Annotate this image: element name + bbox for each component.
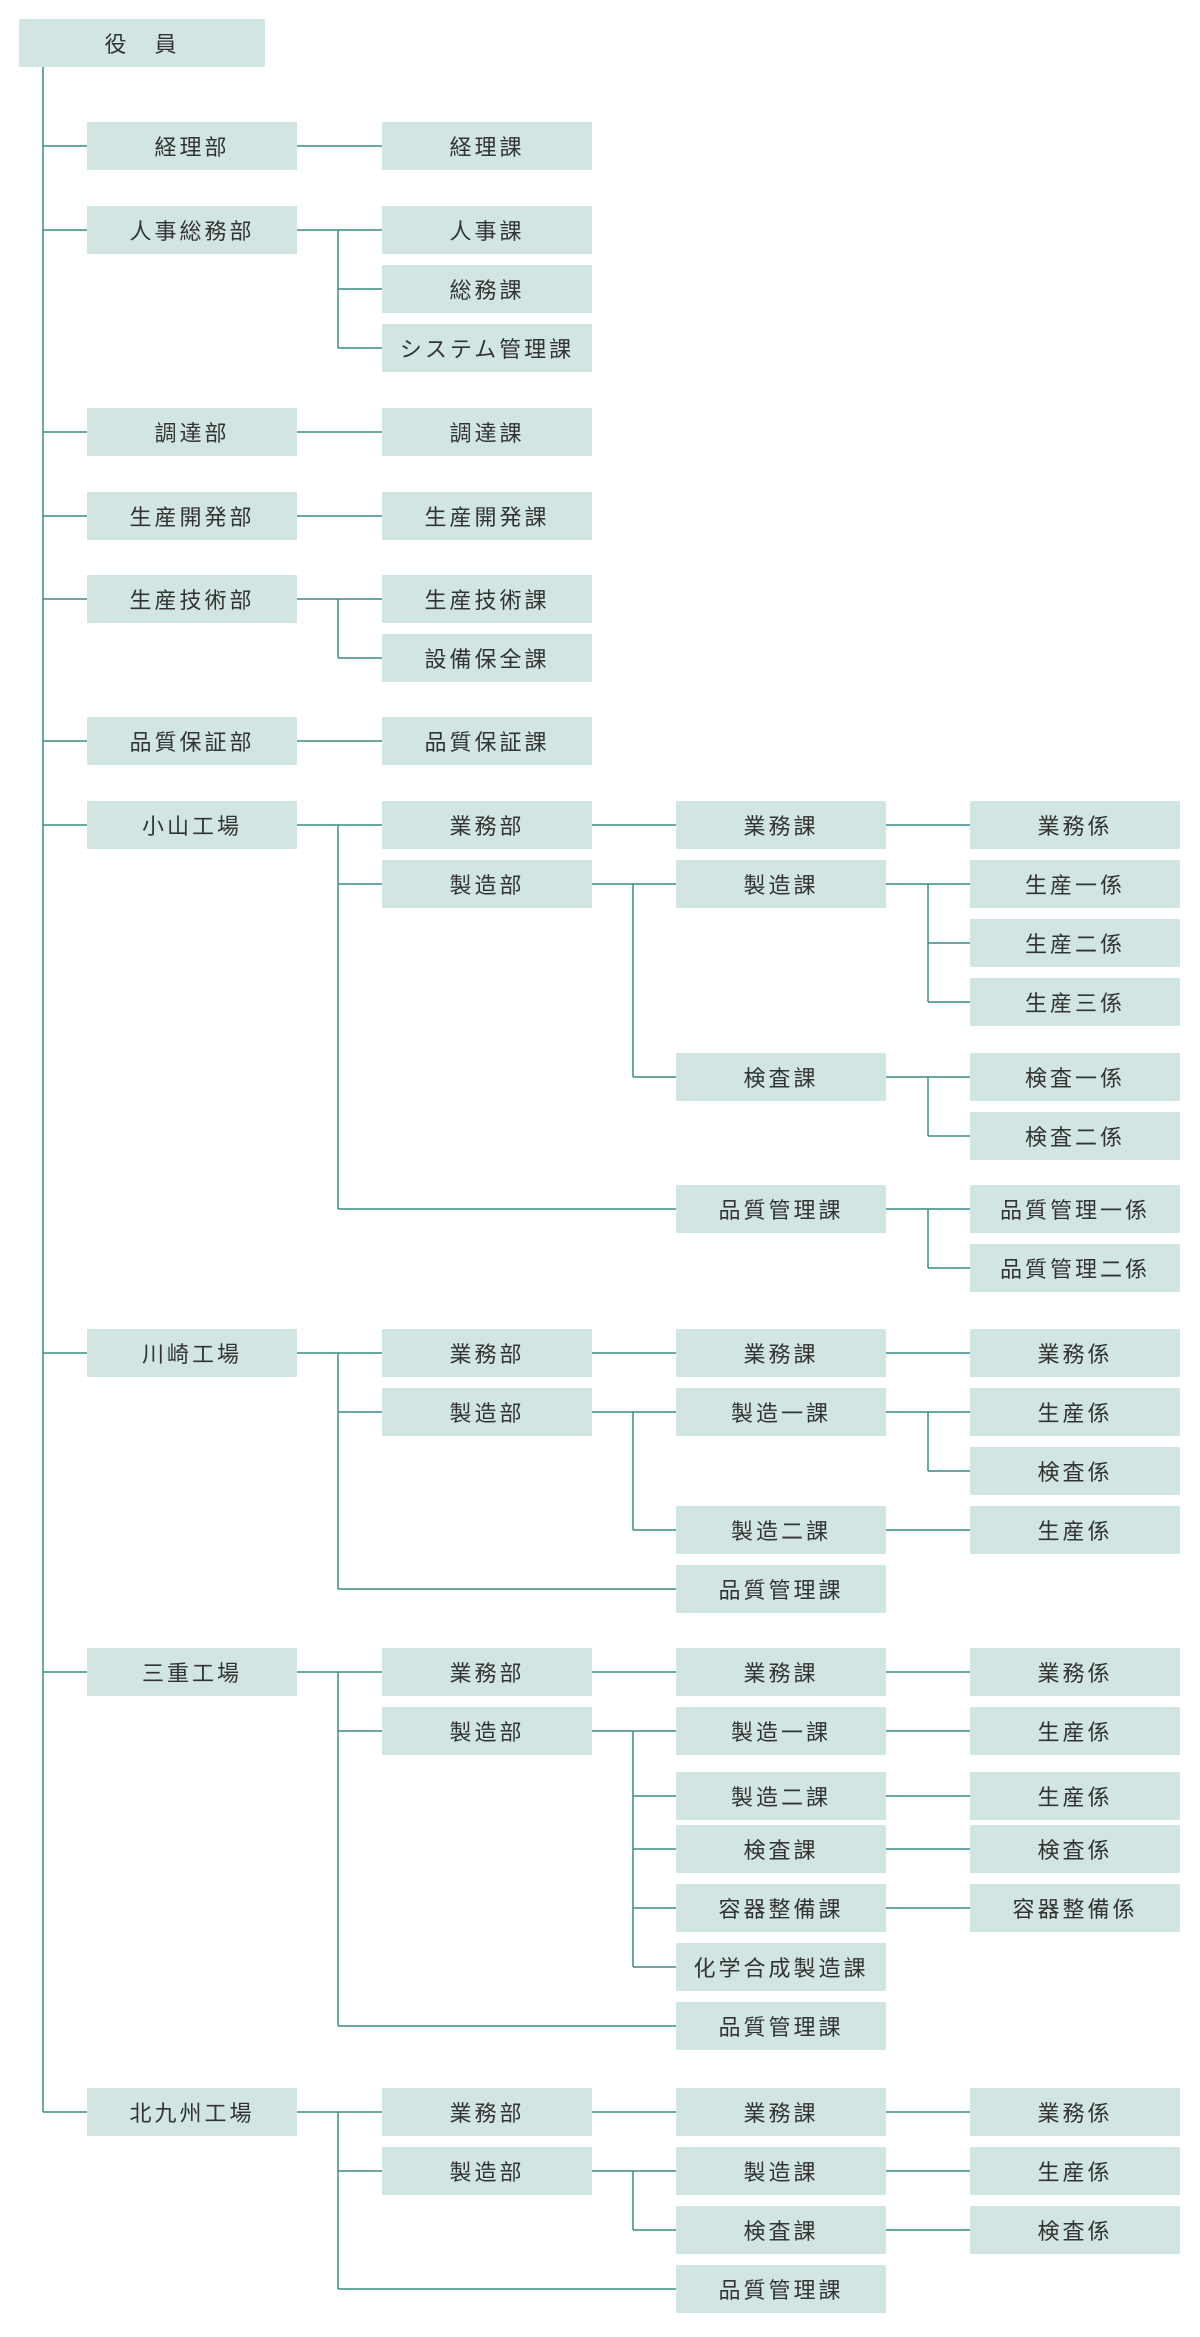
section-node: 化学合成製造課 bbox=[676, 1943, 886, 1991]
section-node: 製造一課 bbox=[676, 1707, 886, 1755]
section-node: 製造部 bbox=[382, 860, 592, 908]
section-node: 容器整備課 bbox=[676, 1884, 886, 1932]
section-node: 業務部 bbox=[382, 2088, 592, 2136]
unit-node: 業務係 bbox=[970, 1329, 1180, 1377]
unit-node: 生産係 bbox=[970, 2147, 1180, 2195]
section-node: 製造部 bbox=[382, 2147, 592, 2195]
unit-node: 業務係 bbox=[970, 801, 1180, 849]
unit-node: 業務係 bbox=[970, 1648, 1180, 1696]
section-node: 業務部 bbox=[382, 1329, 592, 1377]
unit-node: 生産三係 bbox=[970, 978, 1180, 1026]
department-node: 三重工場 bbox=[87, 1648, 297, 1696]
unit-node: 業務係 bbox=[970, 2088, 1180, 2136]
unit-node: 生産係 bbox=[970, 1772, 1180, 1820]
section-node: 経理課 bbox=[382, 122, 592, 170]
section-node: 製造一課 bbox=[676, 1388, 886, 1436]
unit-node: 生産係 bbox=[970, 1707, 1180, 1755]
unit-node: 検査係 bbox=[970, 2206, 1180, 2254]
unit-node: 生産係 bbox=[970, 1388, 1180, 1436]
section-node: 生産技術課 bbox=[382, 575, 592, 623]
quality-section-node: 品質管理課 bbox=[676, 1185, 886, 1233]
department-node: 経理部 bbox=[87, 122, 297, 170]
section-node: 製造二課 bbox=[676, 1772, 886, 1820]
department-node: 生産開発部 bbox=[87, 492, 297, 540]
unit-node: 生産二係 bbox=[970, 919, 1180, 967]
section-node: 業務課 bbox=[676, 801, 886, 849]
section-node: 人事課 bbox=[382, 206, 592, 254]
department-node: 品質保証部 bbox=[87, 717, 297, 765]
unit-node: 品質管理一係 bbox=[970, 1185, 1180, 1233]
unit-node: 生産係 bbox=[970, 1506, 1180, 1554]
section-node: 製造部 bbox=[382, 1707, 592, 1755]
section-node: 業務部 bbox=[382, 801, 592, 849]
department-node: 川崎工場 bbox=[87, 1329, 297, 1377]
section-node: 生産開発課 bbox=[382, 492, 592, 540]
section-node: 業務課 bbox=[676, 2088, 886, 2136]
department-node: 小山工場 bbox=[87, 801, 297, 849]
section-node: システム管理課 bbox=[382, 324, 592, 372]
quality-section-node: 品質管理課 bbox=[676, 1565, 886, 1613]
unit-node: 検査二係 bbox=[970, 1112, 1180, 1160]
section-node: 総務課 bbox=[382, 265, 592, 313]
section-node: 設備保全課 bbox=[382, 634, 592, 682]
quality-section-node: 品質管理課 bbox=[676, 2265, 886, 2313]
section-node: 検査課 bbox=[676, 1825, 886, 1873]
department-node: 人事総務部 bbox=[87, 206, 297, 254]
root-node: 役 員 bbox=[19, 19, 265, 67]
unit-node: 容器整備係 bbox=[970, 1884, 1180, 1932]
department-node: 調達部 bbox=[87, 408, 297, 456]
quality-section-node: 品質管理課 bbox=[676, 2002, 886, 2050]
section-node: 検査課 bbox=[676, 2206, 886, 2254]
section-node: 品質保証課 bbox=[382, 717, 592, 765]
section-node: 業務課 bbox=[676, 1329, 886, 1377]
section-node: 製造部 bbox=[382, 1388, 592, 1436]
section-node: 検査課 bbox=[676, 1053, 886, 1101]
section-node: 製造二課 bbox=[676, 1506, 886, 1554]
section-node: 製造課 bbox=[676, 2147, 886, 2195]
section-node: 調達課 bbox=[382, 408, 592, 456]
unit-node: 検査係 bbox=[970, 1825, 1180, 1873]
section-node: 業務部 bbox=[382, 1648, 592, 1696]
section-node: 業務課 bbox=[676, 1648, 886, 1696]
unit-node: 検査係 bbox=[970, 1447, 1180, 1495]
unit-node: 検査一係 bbox=[970, 1053, 1180, 1101]
section-node: 製造課 bbox=[676, 860, 886, 908]
department-node: 北九州工場 bbox=[87, 2088, 297, 2136]
unit-node: 品質管理二係 bbox=[970, 1244, 1180, 1292]
unit-node: 生産一係 bbox=[970, 860, 1180, 908]
department-node: 生産技術部 bbox=[87, 575, 297, 623]
